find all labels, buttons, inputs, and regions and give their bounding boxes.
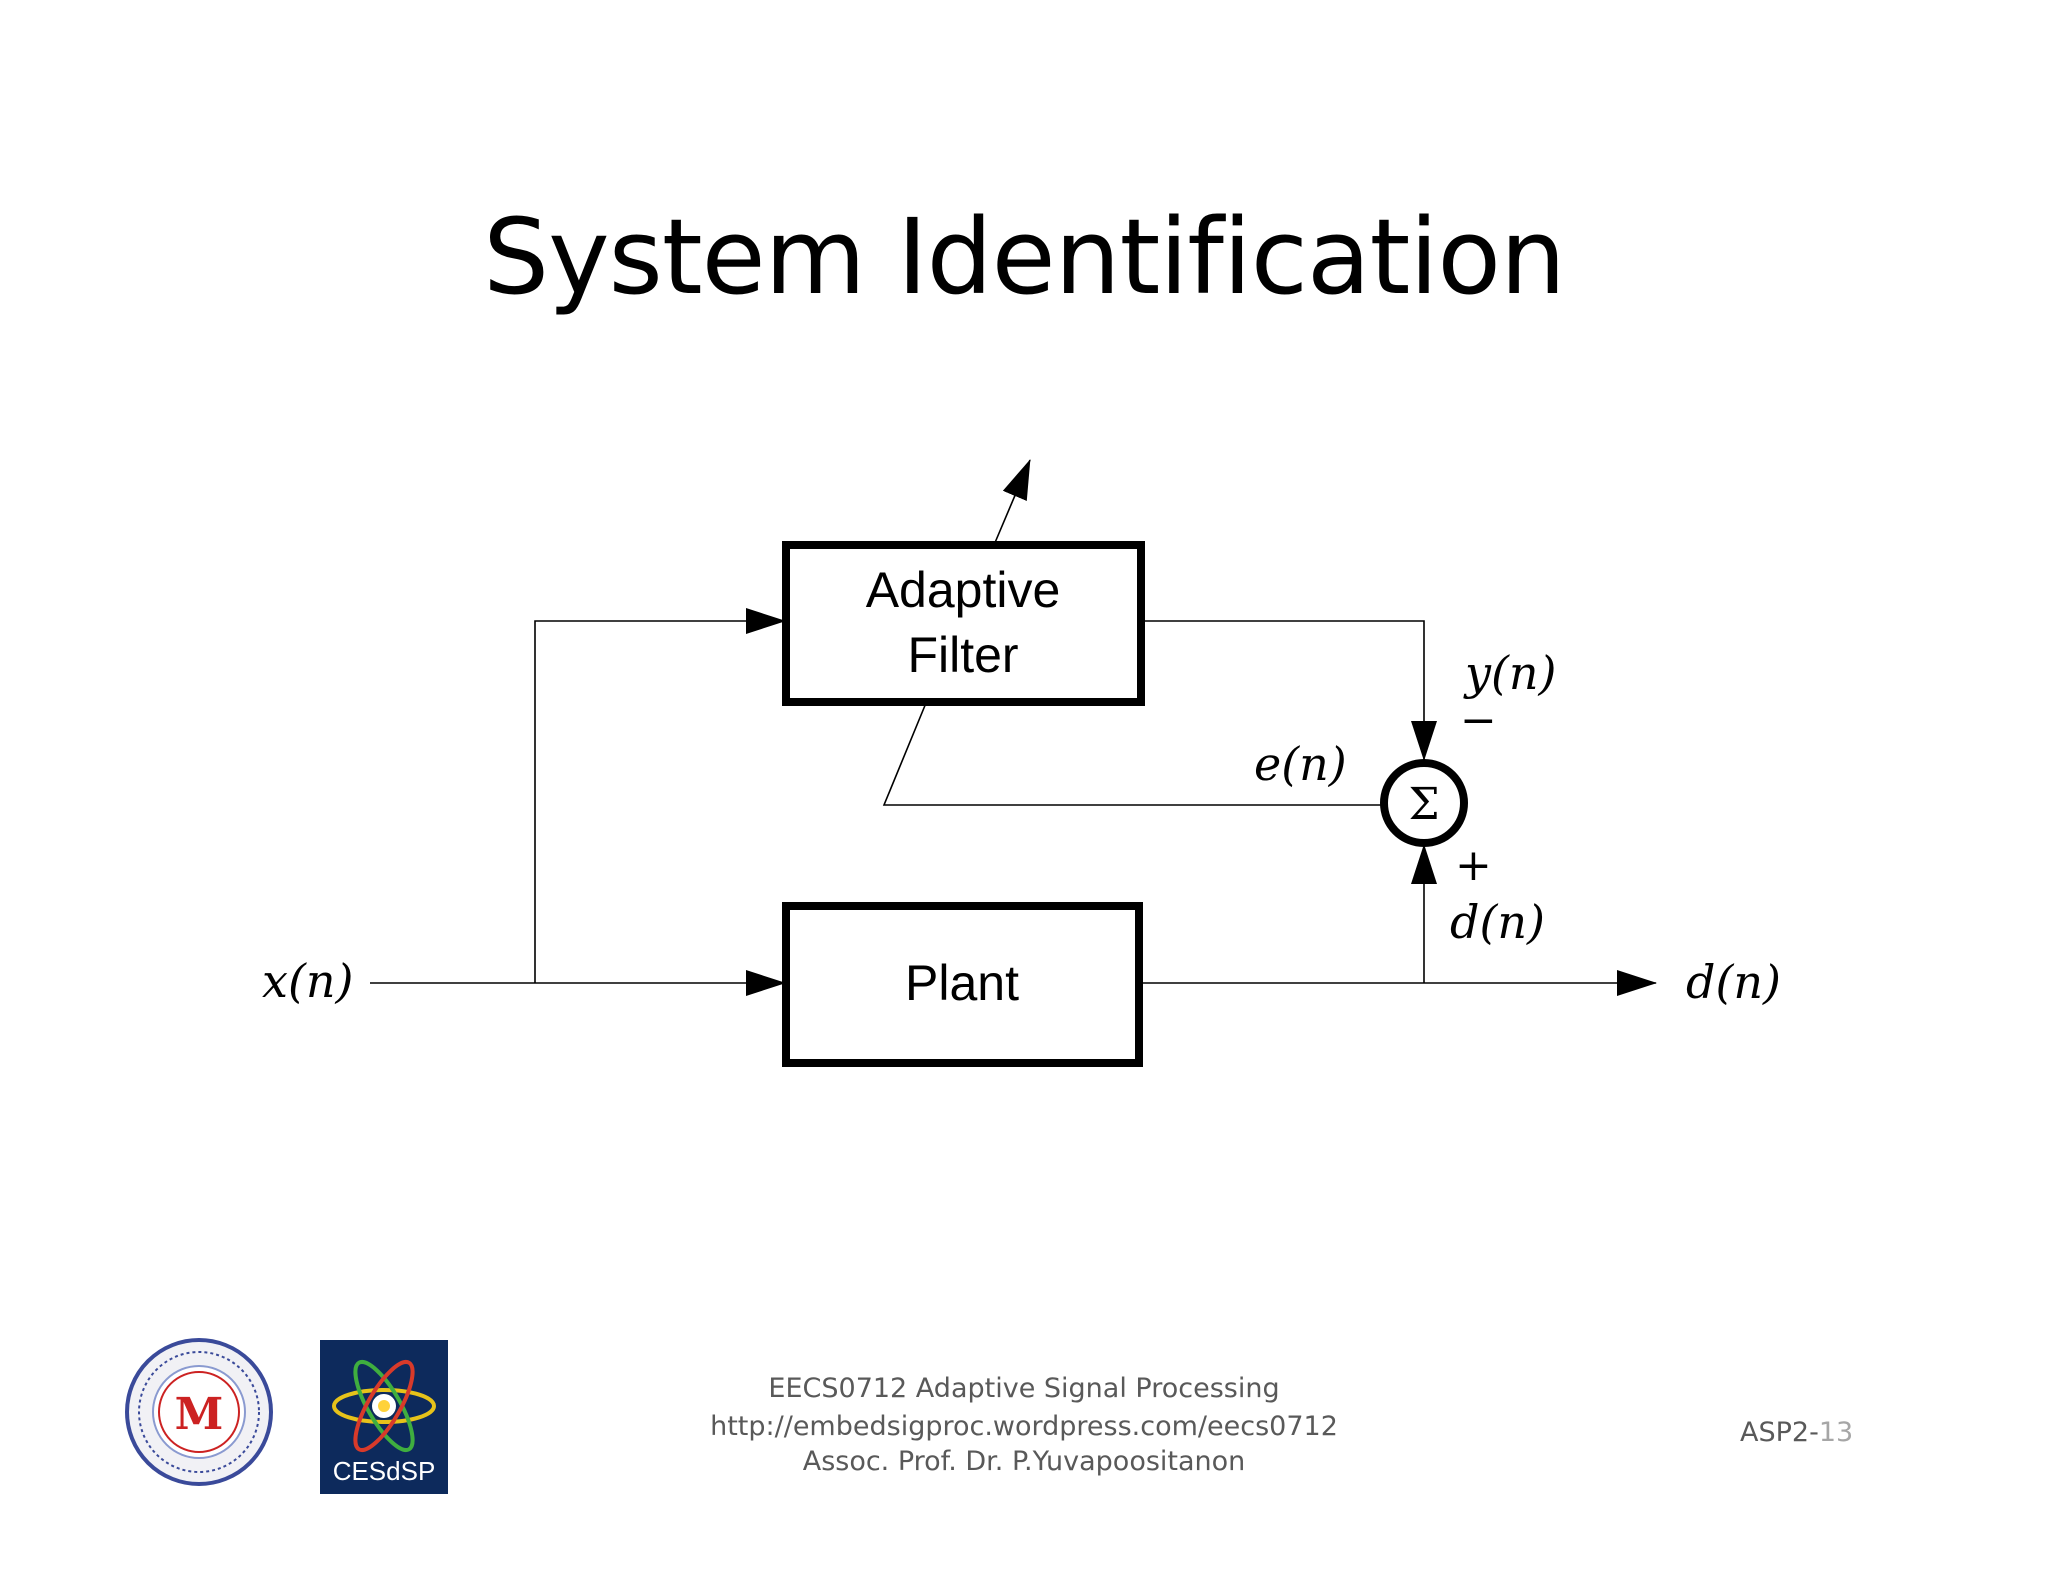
slide-title: System Identification [483, 196, 1566, 318]
footer-url: http://embedsigproc.wordpress.com/eecs07… [710, 1411, 1338, 1442]
slide-number-value: 13 [1818, 1417, 1854, 1448]
filter-output-label: y(n) [1463, 646, 1557, 700]
summer-node [1380, 759, 1468, 847]
minus-sign: − [1460, 695, 1497, 746]
cesdsp-logo-text: CESdSP [333, 1456, 436, 1486]
slide-number: ASP2-13 [1740, 1417, 1853, 1448]
desired-signal-label: d(n) [1450, 895, 1545, 949]
input-to-filter-arrow [534, 608, 786, 983]
input-signal-label: x(n) [262, 954, 353, 1008]
adaptive-filter-block [782, 541, 1145, 706]
filter-output-to-sum-arrow [1141, 620, 1437, 761]
sigma-symbol: Σ [1408, 779, 1439, 830]
slide-number-prefix: ASP2- [1740, 1417, 1819, 1448]
footer-author: Assoc. Prof. Dr. P.Yuvapoositanon [802, 1446, 1246, 1477]
adaptive-filter-label-line1: Adaptive [866, 562, 1061, 618]
university-seal-logo: M [125, 1338, 273, 1486]
footer-course: EECS0712 Adaptive Signal Processing [768, 1373, 1280, 1404]
plant-label: Plant [905, 955, 1019, 1011]
plant-block [782, 902, 1143, 1067]
seal-letter: M [175, 1389, 224, 1440]
adaptation-arrow [993, 459, 1031, 546]
cesdsp-logo: CESdSP [320, 1340, 448, 1494]
error-signal-label: e(n) [1254, 737, 1347, 791]
plus-sign: + [1455, 840, 1492, 891]
adaptive-filter-label-line2: Filter [907, 627, 1018, 683]
output-signal-label: d(n) [1686, 955, 1781, 1009]
error-feedback-line [882, 702, 1384, 806]
